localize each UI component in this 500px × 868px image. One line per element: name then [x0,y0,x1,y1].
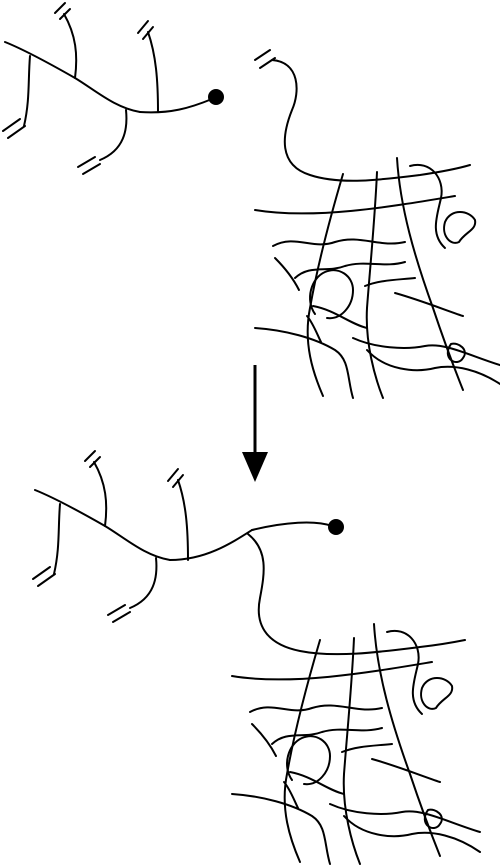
polymer-backbone-tail [139,98,213,114]
before-state [2,2,500,399]
down-arrow-icon [242,365,268,482]
grafted-polymer-molecule [32,450,253,623]
grafted-chain [247,519,466,656]
crosslinked-network [254,157,500,399]
terminal-group-dot [208,89,224,105]
terminal-group-dot [328,519,344,535]
graft-link [251,521,333,531]
crosslinked-network [231,623,481,865]
branched-polymer-molecule [2,2,224,175]
polymer-backbone-tail [169,529,253,561]
after-state [32,450,481,865]
separate-polymer-chain [254,49,471,182]
